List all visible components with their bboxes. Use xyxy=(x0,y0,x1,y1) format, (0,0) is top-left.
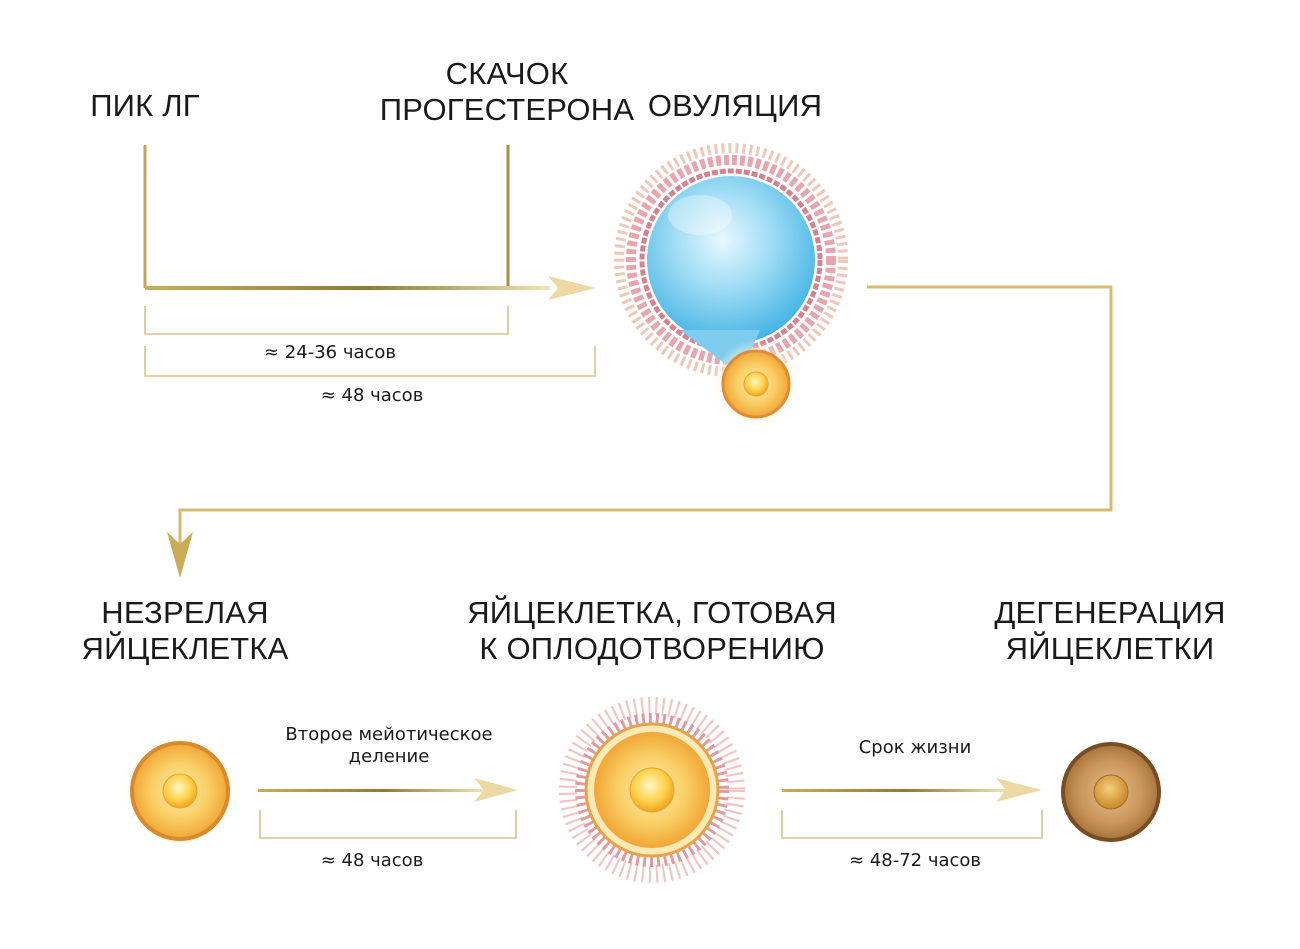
immature-oocyte-nucleus xyxy=(162,773,198,809)
meiosis-bracket xyxy=(259,810,517,839)
meiosis-arrow xyxy=(258,778,518,839)
corona-radiata-inner xyxy=(575,713,729,867)
bracket-48h xyxy=(144,346,596,377)
title-progesterone-line1: СКАЧОК xyxy=(445,56,569,91)
title-degeneration: ДЕГЕНЕРАЦИЯ ЯЙЦЕКЛЕТКИ xyxy=(990,595,1230,667)
bracket-24-36h xyxy=(144,306,509,335)
ovulating-follicle xyxy=(614,143,848,428)
title-ovulation-text: ОВУЛЯЦИЯ xyxy=(647,88,823,123)
meiosis-label: Второе мейотическое деление xyxy=(285,724,493,767)
title-ready-line1: ЯЙЦЕКЛЕТКА, ГОТОВАЯ xyxy=(467,595,837,630)
title-ovulation: ОВУЛЯЦИЯ xyxy=(640,88,830,124)
lifespan-arrow-head xyxy=(996,778,1042,802)
title-progesterone-line2: ПРОГЕСТЕРОНА xyxy=(379,92,635,127)
immature-oocyte xyxy=(122,733,238,849)
lifespan-arrow-shaft xyxy=(782,789,1008,792)
released-oocyte-nucleus xyxy=(743,371,769,397)
mature-oocyte xyxy=(559,697,745,883)
title-lh-peak-text: ПИК ЛГ xyxy=(90,88,200,123)
corona-radiata-outer xyxy=(559,697,745,883)
connector-path xyxy=(178,285,1113,555)
mature-oocyte-nucleus xyxy=(629,767,675,813)
title-immature-line1: НЕЗРЕЛАЯ xyxy=(101,595,269,630)
connector-arrow-head xyxy=(167,532,193,578)
title-immature-line2: ЯЙЦЕКЛЕТКА xyxy=(81,631,289,666)
title-progesterone-surge: СКАЧОК ПРОГЕСТЕРОНА xyxy=(372,56,642,128)
degenerating-oocyte-nucleus xyxy=(1093,774,1129,810)
title-ready-line2: К ОПЛОДОТВОРЕНИЮ xyxy=(479,631,825,666)
lifespan-arrow xyxy=(781,778,1043,839)
top-timeline xyxy=(143,145,596,377)
title-ready-oocyte: ЯЙЦЕКЛЕТКА, ГОТОВАЯ К ОПЛОДОТВОРЕНИЮ xyxy=(462,595,842,667)
connector-line xyxy=(167,285,1113,578)
lifespan-bracket xyxy=(781,810,1043,839)
follicle-antrum xyxy=(647,176,815,344)
title-degeneration-line1: ДЕГЕНЕРАЦИЯ xyxy=(994,595,1226,630)
lifespan-duration: ≈ 48-72 часов xyxy=(848,850,981,871)
degenerating-oocyte xyxy=(1061,742,1161,842)
antrum-highlight xyxy=(668,195,732,235)
meiosis-duration: ≈ 48 часов xyxy=(320,850,424,871)
title-immature-oocyte: НЕЗРЕЛАЯ ЯЙЦЕКЛЕТКА xyxy=(70,595,300,667)
title-lh-peak: ПИК ЛГ xyxy=(80,88,210,124)
interval-lh-to-ovulation: ≈ 48 часов xyxy=(320,385,424,406)
meiosis-arrow-shaft xyxy=(258,789,486,792)
meiosis-arrow-head xyxy=(474,778,518,802)
lifespan-label: Срок жизни xyxy=(858,737,972,758)
timeline-arrow-shaft xyxy=(145,286,550,290)
interval-lh-to-progesterone: ≈ 24-36 часов xyxy=(263,342,396,363)
title-degeneration-line2: ЯЙЦЕКЛЕТКИ xyxy=(1005,631,1215,666)
timeline-arrow-head xyxy=(548,276,596,300)
